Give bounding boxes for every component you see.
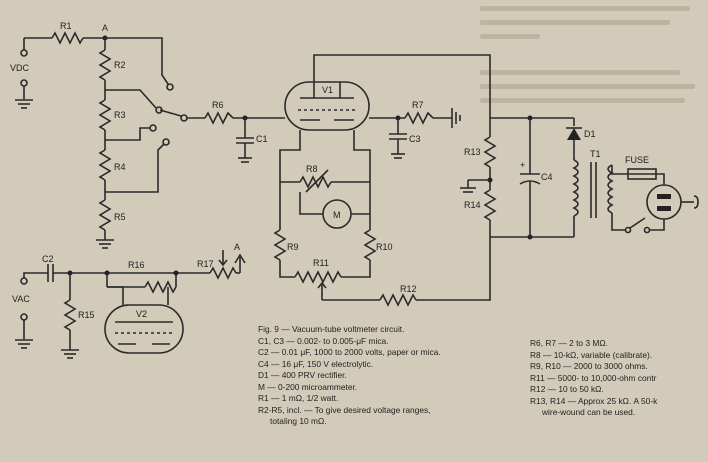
resistor-r12 bbox=[379, 293, 417, 307]
label-r11: R11 bbox=[313, 258, 329, 268]
parts-item: R11 — 5000- to 10,000-ohm contr bbox=[530, 372, 657, 383]
resistor-r4 bbox=[98, 149, 112, 181]
parts-item: M — 0-200 microammeter. bbox=[258, 381, 358, 392]
power-plug-icon bbox=[646, 184, 699, 220]
parts-item: R6, R7 — 2 to 3 MΩ. bbox=[530, 338, 608, 348]
label-r8: R8 bbox=[306, 164, 318, 174]
background-page-text bbox=[468, 0, 708, 120]
label-fuse: FUSE bbox=[625, 155, 649, 165]
resistor-r13 bbox=[483, 136, 497, 168]
label-r1: R1 bbox=[60, 21, 72, 31]
label-c4: C4 bbox=[541, 172, 553, 182]
parts-item: R13, R14 — Approx 25 kΩ. A 50-k bbox=[530, 395, 658, 406]
tube-v1 bbox=[284, 60, 370, 131]
label-r6: R6 bbox=[212, 100, 224, 110]
diode-d1 bbox=[567, 128, 581, 140]
label-r10: R10 bbox=[376, 242, 393, 252]
parts-item: D1 — 400 PRV rectifier. bbox=[258, 370, 347, 380]
parts-item: totaling 10 mΩ. bbox=[270, 416, 327, 426]
label-c3: C3 bbox=[409, 134, 421, 144]
label-r14: R14 bbox=[464, 200, 481, 210]
label-vac: VAC bbox=[12, 294, 30, 304]
label-vdc: VDC bbox=[10, 63, 30, 73]
label-c2: C2 bbox=[42, 254, 54, 264]
label-m: M bbox=[333, 210, 341, 220]
label-r16: R16 bbox=[128, 260, 145, 270]
resistor-r15 bbox=[63, 299, 77, 331]
label-r5: R5 bbox=[114, 212, 126, 222]
parts-item: C1, C3 — 0.002- to 0.005-μF mica. bbox=[258, 335, 389, 346]
label-a-bottom: A bbox=[234, 242, 240, 252]
ac-input-section bbox=[15, 250, 246, 359]
resistor-r1 bbox=[51, 31, 84, 45]
transformer-t1 bbox=[572, 159, 579, 217]
label-c1: C1 bbox=[256, 134, 268, 144]
label-r17: R17 bbox=[197, 259, 214, 269]
label-v1: V1 bbox=[322, 85, 333, 95]
label-t1: T1 bbox=[590, 149, 601, 159]
label-r12: R12 bbox=[400, 284, 417, 294]
label-plus: + bbox=[520, 160, 525, 170]
label-v2: V2 bbox=[136, 309, 147, 319]
label-r13: R13 bbox=[464, 147, 481, 157]
label-a-top: A bbox=[102, 23, 108, 33]
resistor-r3 bbox=[98, 99, 112, 131]
parts-item: R1 — 1 mΩ, 1/2 watt. bbox=[258, 393, 339, 403]
resistor-r6 bbox=[204, 111, 234, 125]
parts-item: C2 — 0.01 μF, 1000 to 2000 volts, paper … bbox=[258, 347, 441, 357]
label-r15: R15 bbox=[78, 310, 95, 320]
label-r9: R9 bbox=[287, 242, 299, 252]
label-d1: D1 bbox=[584, 129, 596, 139]
parts-item: wire-wound can be used. bbox=[542, 407, 636, 417]
range-switch bbox=[105, 37, 205, 193]
parts-item: R8 — 10-kΩ, variable (calibrate). bbox=[530, 349, 653, 360]
parts-item: R9, R10 — 2000 to 3000 ohms. bbox=[530, 361, 648, 371]
figure-caption-right: R6, R7 — 2 to 3 MΩ. R8 — 10-kΩ, variable… bbox=[530, 338, 708, 419]
resistor-r17 bbox=[209, 266, 237, 280]
tube-v2 bbox=[104, 304, 184, 354]
resistor-r5 bbox=[98, 199, 112, 231]
resistor-r14 bbox=[483, 189, 497, 221]
figure-caption-left: Fig. 9 — Vacuum-tube voltmeter circuit. … bbox=[258, 324, 468, 428]
resistor-r11 bbox=[294, 270, 342, 284]
label-r2: R2 bbox=[114, 60, 126, 70]
parts-item: R2-R5, incl. — To give desired voltage r… bbox=[258, 404, 431, 415]
figure-title: Fig. 9 — Vacuum-tube voltmeter circuit. bbox=[258, 324, 405, 334]
resistor-r7 bbox=[404, 111, 434, 125]
label-r4: R4 bbox=[114, 162, 126, 172]
parts-item: C4 — 16 μF, 150 V electrolytic. bbox=[258, 358, 374, 369]
dc-input-section bbox=[15, 31, 285, 249]
resistor-r9 bbox=[273, 229, 287, 261]
resistor-r2 bbox=[98, 49, 112, 81]
parts-item: R12 — 10 to 50 kΩ. bbox=[530, 384, 604, 394]
resistor-r16 bbox=[144, 280, 177, 294]
label-r7: R7 bbox=[412, 100, 424, 110]
resistor-r10 bbox=[363, 229, 377, 261]
label-r3: R3 bbox=[114, 110, 126, 120]
